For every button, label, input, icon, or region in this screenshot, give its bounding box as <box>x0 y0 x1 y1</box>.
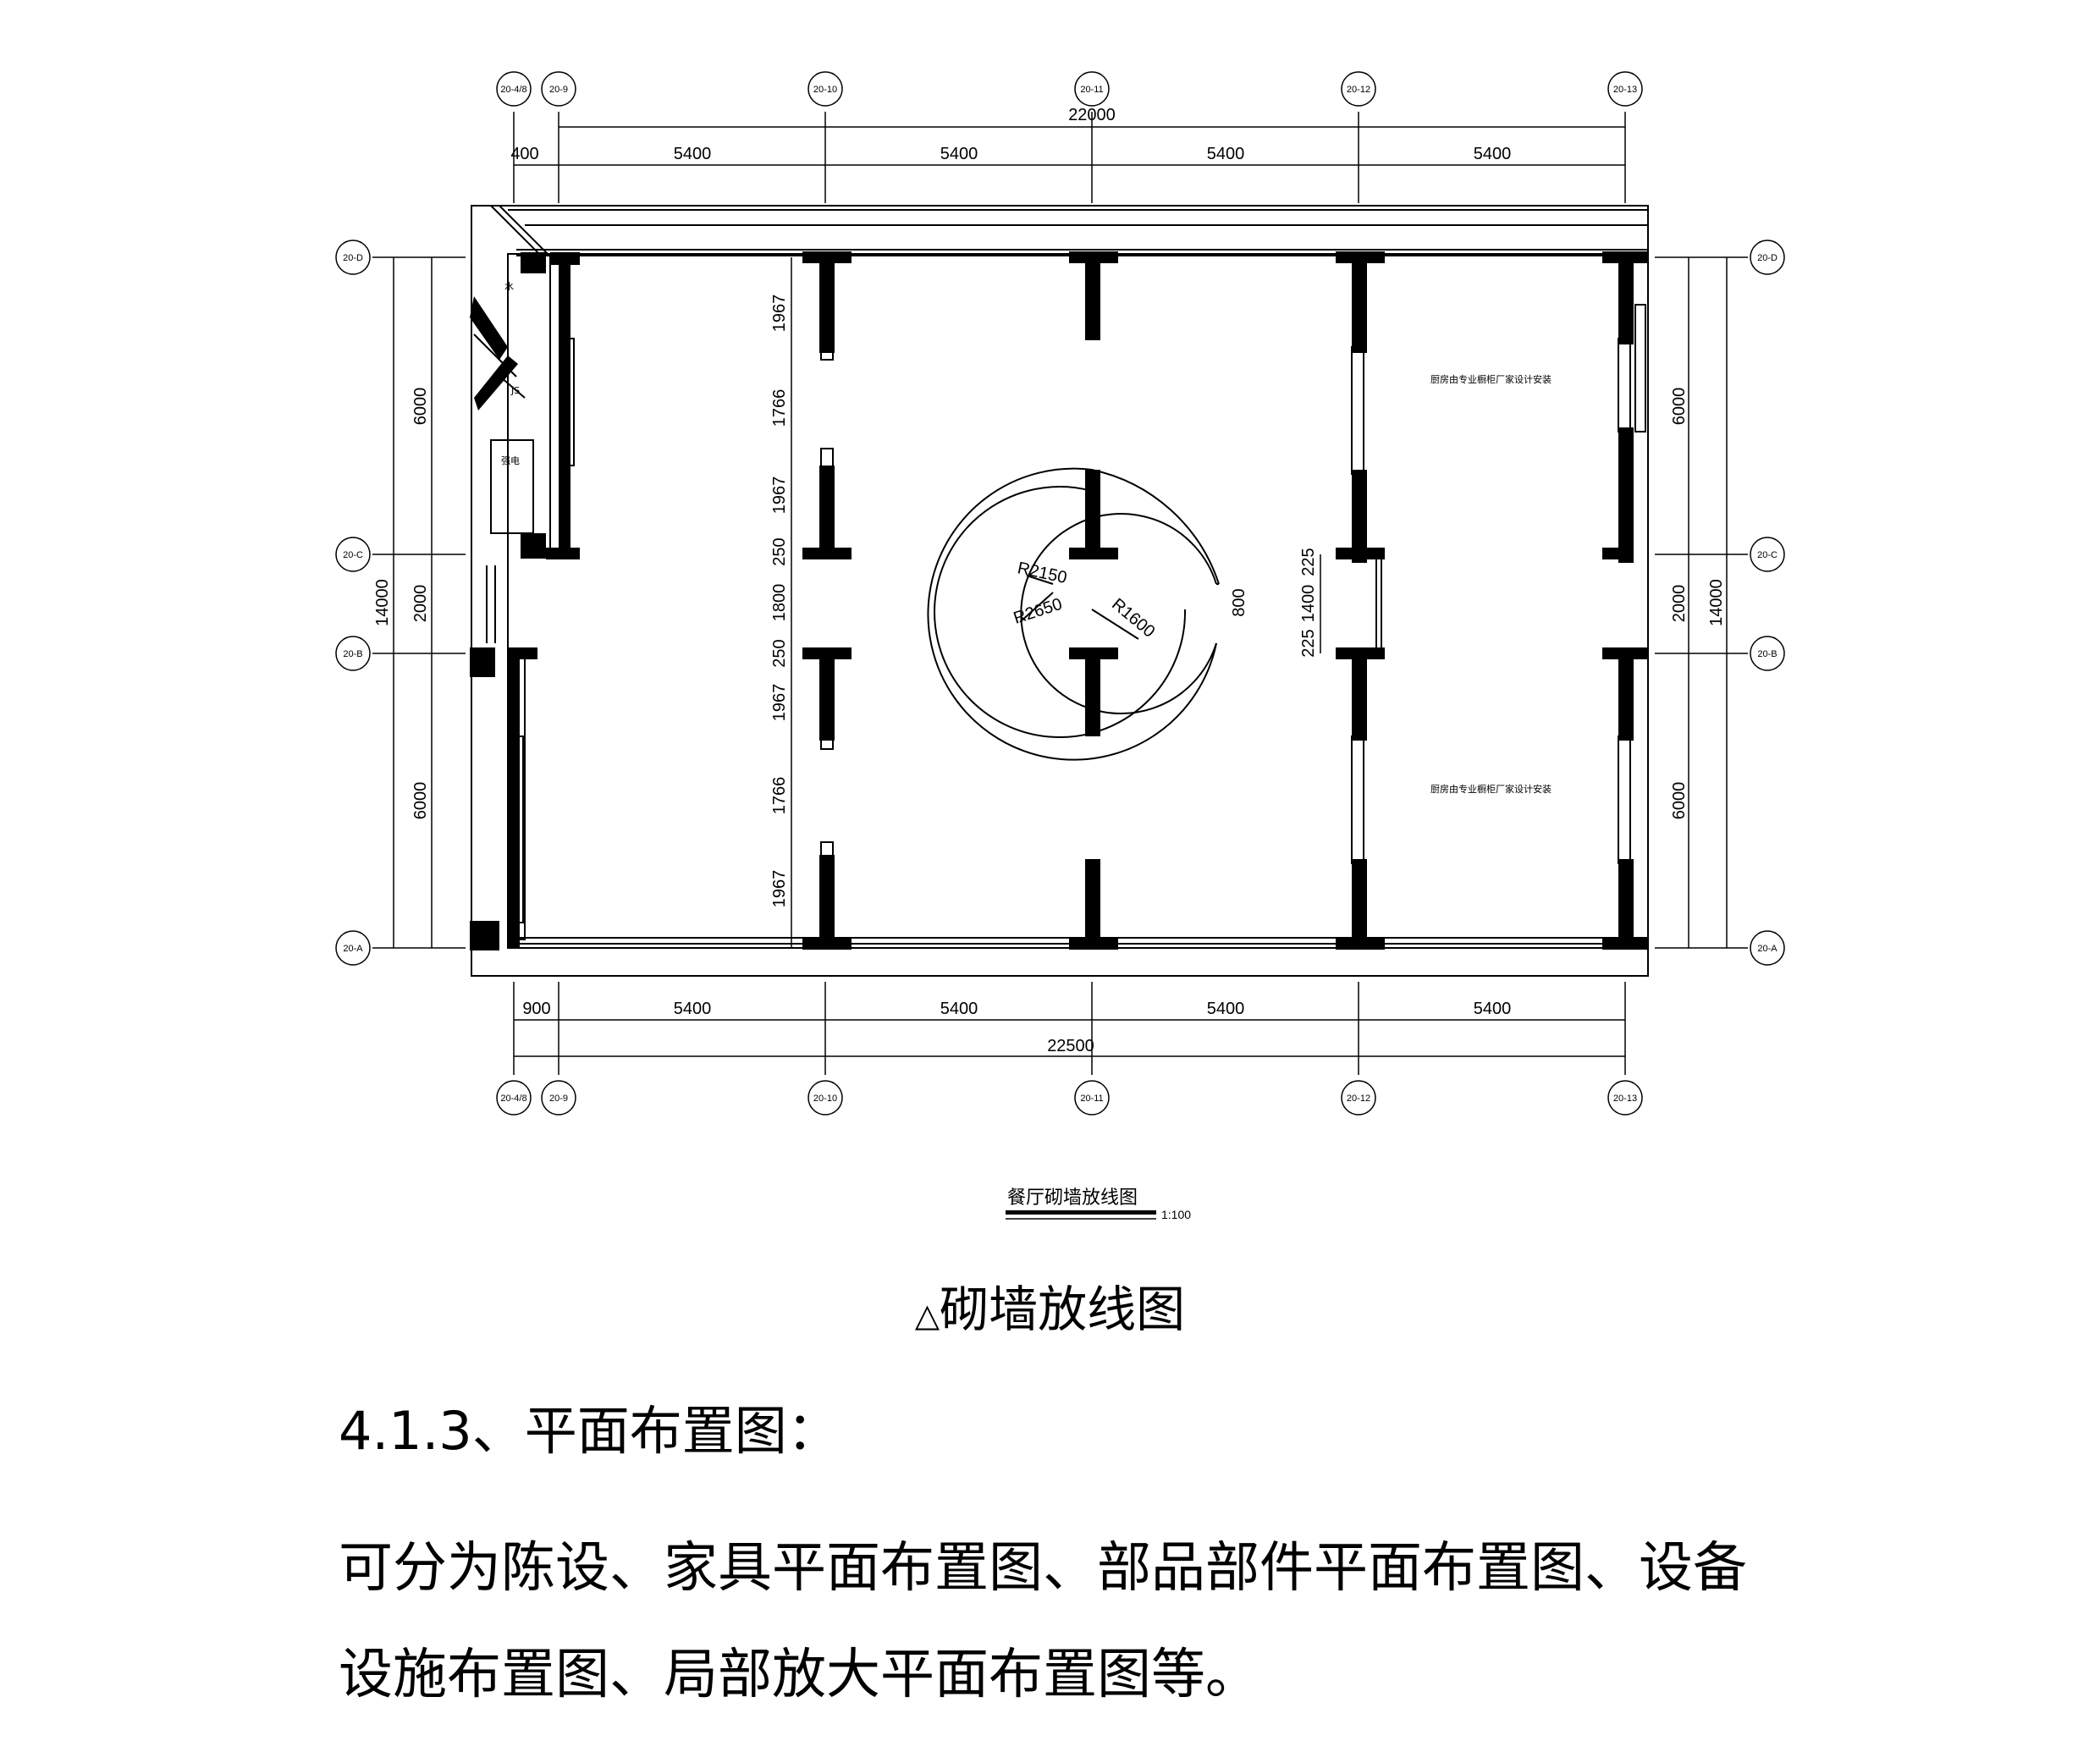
dimension-text: 5400 <box>1474 1000 1512 1018</box>
building-outline <box>471 205 1649 977</box>
radius-label: R2650 <box>1011 595 1065 628</box>
dimension-text: 1967 <box>770 684 789 722</box>
dimension-text: 250 <box>770 639 789 667</box>
dimension-text: 225 <box>1299 629 1318 657</box>
dimension-text: 2000 <box>1670 585 1689 623</box>
axis-label: 20-12 <box>1347 1094 1370 1104</box>
axis-label: 20-4/8 <box>500 1094 526 1104</box>
figure-caption: △砌墙放线图 <box>0 1270 2100 1341</box>
caption-text: 砌墙放线图 <box>940 1281 1186 1338</box>
dimension-text: 800 <box>1230 588 1248 616</box>
dimension-text: 5400 <box>674 145 712 163</box>
axis-label: 20-B <box>343 649 362 659</box>
axis-label: 20-10 <box>813 1094 837 1104</box>
triangle-icon: △ <box>914 1297 940 1334</box>
axis-label: 20-13 <box>1613 85 1637 95</box>
dimension-text: 6000 <box>1670 388 1689 426</box>
dimension-text: 1967 <box>770 477 789 515</box>
dimension-text: 14000 <box>1707 579 1726 626</box>
axis-label: 20-11 <box>1080 85 1103 95</box>
dimension-text: 6000 <box>1670 782 1689 820</box>
dimension-total-top: 22000 <box>1068 106 1116 124</box>
axis-label: 20-C <box>343 550 363 560</box>
dimension-text: 6000 <box>411 782 430 820</box>
dimension-text: 5400 <box>1474 145 1512 163</box>
axis-label: 20-D <box>343 253 363 263</box>
dimension-text: 1766 <box>770 777 789 815</box>
dimension-text: 5400 <box>1207 1000 1245 1018</box>
axis-label: 20-9 <box>549 85 568 95</box>
dimension-text: 1766 <box>770 389 789 427</box>
dimension-text: 5400 <box>940 1000 978 1018</box>
axis-label: 20-12 <box>1347 85 1370 95</box>
axis-label: 20-D <box>1757 253 1778 263</box>
dimension-text: 5400 <box>1207 145 1245 163</box>
dimension-text: 1800 <box>770 584 789 622</box>
dimension-text: 1967 <box>770 295 789 333</box>
kitchen-note: 厨房由专业橱柜厂家设计安装 <box>1430 373 1552 385</box>
dimension-text: 900 <box>522 1000 550 1018</box>
room-label: JS <box>510 385 520 396</box>
drawing-scale: 1:100 <box>1161 1208 1191 1221</box>
dimension-total-bottom: 22500 <box>1047 1037 1094 1055</box>
kitchen-note: 厨房由专业橱柜厂家设计安装 <box>1430 783 1552 795</box>
dimension-text: 250 <box>770 537 789 565</box>
axis-label: 20-4/8 <box>500 85 526 95</box>
axis-label: 20-A <box>343 944 363 954</box>
dimension-text: 14000 <box>373 579 392 626</box>
axis-label: 20-13 <box>1613 1094 1637 1104</box>
body-paragraph: 可分为陈设、家具平面布置图、部品部件平面布置图、设备设施布置图、局部放大平面布置… <box>339 1537 1747 1706</box>
dimension-text: 400 <box>510 145 538 163</box>
dimension-text: 2000 <box>411 585 430 623</box>
axis-label: 20-9 <box>549 1094 568 1104</box>
dimension-text: 1400 <box>1299 585 1318 623</box>
radius-label: R2150 <box>1016 559 1068 587</box>
dimension-text: 6000 <box>411 388 430 426</box>
axis-label: 20-C <box>1757 550 1778 560</box>
dimension-text: 5400 <box>674 1000 712 1018</box>
dimension-text: 5400 <box>940 145 978 163</box>
room-label: 水 <box>504 281 514 292</box>
radius-label: R1600 <box>1108 595 1158 642</box>
dimension-text: 225 <box>1299 548 1318 576</box>
dimension-text: 1967 <box>770 870 789 908</box>
axis-label: 20-A <box>1757 944 1778 954</box>
axis-label: 20-10 <box>813 85 837 95</box>
floor-plan-drawing: 20-4/8 20-9 20-10 20-11 20-12 20-13 20-4… <box>335 71 1785 1221</box>
section-heading: 4.1.3、平面布置图： <box>339 1400 840 1462</box>
axis-label: 20-B <box>1757 649 1777 659</box>
room-label: 强电 <box>501 455 520 466</box>
drawing-title: 餐厅砌墙放线图 <box>1007 1187 1138 1209</box>
axis-label: 20-11 <box>1080 1094 1103 1104</box>
